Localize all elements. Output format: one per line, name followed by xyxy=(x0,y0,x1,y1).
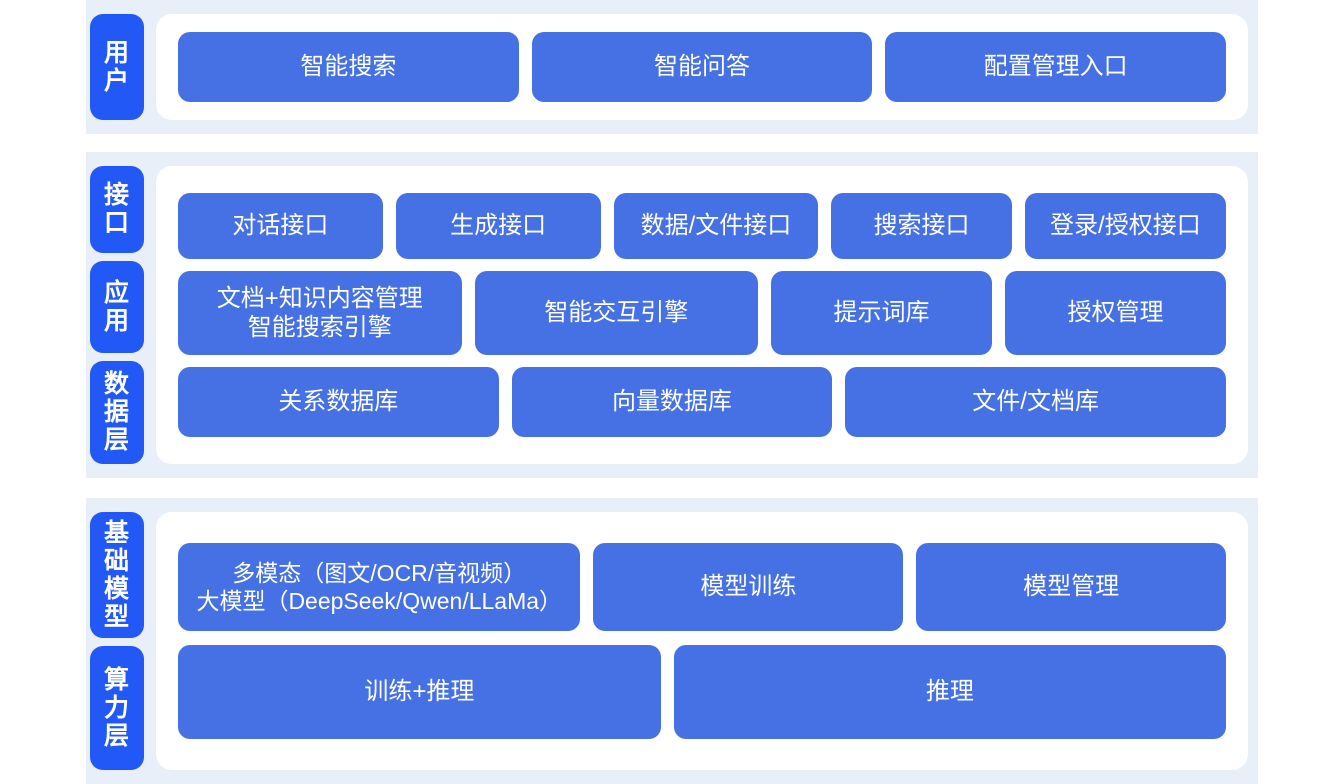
row-user-entries: 智能搜索 智能问答 配置管理入口 xyxy=(178,32,1227,102)
box-relational-database[interactable]: 关系数据库 xyxy=(178,367,499,437)
box-dialog-interface[interactable]: 对话接口 xyxy=(178,193,383,259)
section-base: 基础模型 算力层 多模态（图文/OCR/音视频） 大模型（DeepSeek/Qw… xyxy=(86,498,1258,784)
box-file-document-store[interactable]: 文件/文档库 xyxy=(845,367,1226,437)
label-column-base: 基础模型 算力层 xyxy=(86,498,148,784)
label-column-middle: 接口 应用 数据层 xyxy=(86,152,148,478)
layer-label-data: 数据层 xyxy=(90,360,144,464)
row-compute: 训练+推理 推理 xyxy=(178,645,1226,739)
section-user: 用户 智能搜索 智能问答 配置管理入口 xyxy=(86,0,1258,134)
box-document-knowledge-management[interactable]: 文档+知识内容管理 智能搜索引擎 xyxy=(178,271,462,355)
box-prompt-library[interactable]: 提示词库 xyxy=(771,271,993,355)
row-interface: 对话接口 生成接口 数据/文件接口 搜索接口 登录/授权接口 xyxy=(178,193,1227,259)
layer-label-compute: 算力层 xyxy=(90,645,144,770)
box-multimodal-large-model[interactable]: 多模态（图文/OCR/音视频） 大模型（DeepSeek/Qwen/LLaMa） xyxy=(178,543,581,631)
row-base-model: 多模态（图文/OCR/音视频） 大模型（DeepSeek/Qwen/LLaMa）… xyxy=(178,543,1227,631)
box-config-management-entry[interactable]: 配置管理入口 xyxy=(885,32,1227,102)
row-application: 文档+知识内容管理 智能搜索引擎 智能交互引擎 提示词库 授权管理 xyxy=(178,271,1226,355)
box-smart-interaction-engine[interactable]: 智能交互引擎 xyxy=(474,271,759,355)
box-smart-search[interactable]: 智能搜索 xyxy=(178,32,519,102)
layer-label-application: 应用 xyxy=(90,260,144,353)
box-generation-interface[interactable]: 生成接口 xyxy=(395,193,601,259)
box-smart-qa[interactable]: 智能问答 xyxy=(531,32,873,102)
section-middle: 接口 应用 数据层 对话接口 生成接口 数据/文件接口 搜索接口 登录/授权接口… xyxy=(86,152,1258,478)
row-data-layer: 关系数据库 向量数据库 文件/文档库 xyxy=(178,367,1226,437)
box-vector-database[interactable]: 向量数据库 xyxy=(511,367,833,437)
panel-base: 多模态（图文/OCR/音视频） 大模型（DeepSeek/Qwen/LLaMa）… xyxy=(156,512,1248,770)
box-training-plus-inference[interactable]: 训练+推理 xyxy=(178,645,661,739)
box-search-interface[interactable]: 搜索接口 xyxy=(831,193,1012,259)
box-model-training[interactable]: 模型训练 xyxy=(593,543,904,631)
panel-middle: 对话接口 生成接口 数据/文件接口 搜索接口 登录/授权接口 文档+知识内容管理… xyxy=(156,166,1248,464)
layer-label-interface: 接口 xyxy=(90,166,144,253)
box-authorization-management[interactable]: 授权管理 xyxy=(1005,271,1226,355)
box-inference[interactable]: 推理 xyxy=(673,645,1226,739)
box-data-file-interface[interactable]: 数据/文件接口 xyxy=(613,193,819,259)
label-column-user: 用户 xyxy=(86,0,148,134)
layer-label-base-model: 基础模型 xyxy=(90,512,144,638)
panel-user: 智能搜索 智能问答 配置管理入口 xyxy=(156,14,1248,120)
layer-label-user: 用户 xyxy=(90,14,144,120)
box-login-auth-interface[interactable]: 登录/授权接口 xyxy=(1024,193,1227,259)
box-model-management[interactable]: 模型管理 xyxy=(916,543,1227,631)
